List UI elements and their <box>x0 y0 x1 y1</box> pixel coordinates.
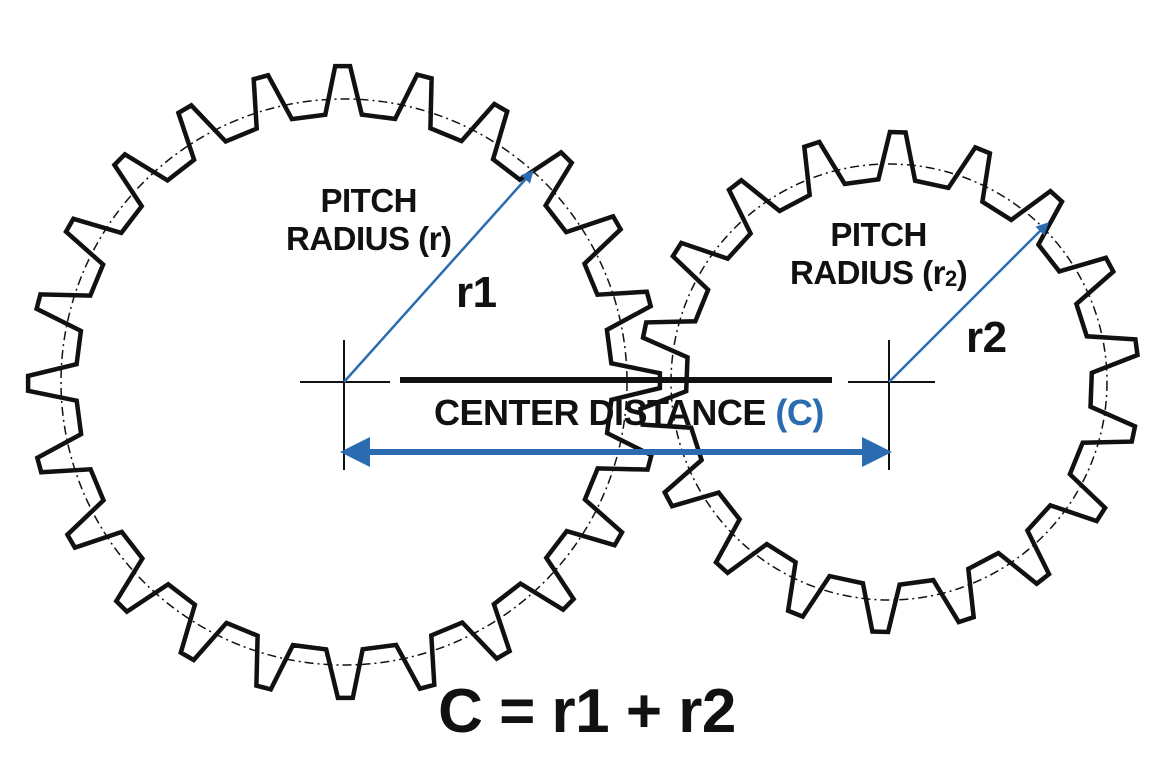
pitch-radius-1-line2: RADIUS (r) <box>286 220 452 257</box>
pitch-radius-1-label: PITCH RADIUS (r) <box>286 182 452 258</box>
right-gear-teeth <box>638 129 1140 635</box>
center-distance-symbol: (C) <box>775 392 824 433</box>
r2-arrow <box>888 222 1049 383</box>
center-distance-label: CENTER DISTANCE (C) <box>434 392 824 434</box>
left-gear-teeth <box>25 63 663 701</box>
center-distance-text: CENTER DISTANCE <box>434 392 776 433</box>
pitch-radius-2-line2-suffix: ) <box>956 254 968 291</box>
r2-label: r2 <box>966 313 1007 362</box>
pitch-radius-2-line2-prefix: RADIUS (r <box>790 254 946 291</box>
r1-arrow <box>343 170 534 383</box>
pitch-radius-2-subscript: 2 <box>945 266 957 291</box>
right-center-mark <box>848 340 935 425</box>
pitch-radius-2-line1: PITCH <box>830 216 927 253</box>
pitch-radius-2-line2: RADIUS (r2) <box>790 254 968 296</box>
pitch-radius-1-line1: PITCH <box>320 182 418 219</box>
pitch-radius-2-label: PITCH RADIUS (r2) <box>790 216 968 296</box>
formula: C = r1 + r2 <box>438 677 736 746</box>
r1-label: r1 <box>456 268 497 317</box>
